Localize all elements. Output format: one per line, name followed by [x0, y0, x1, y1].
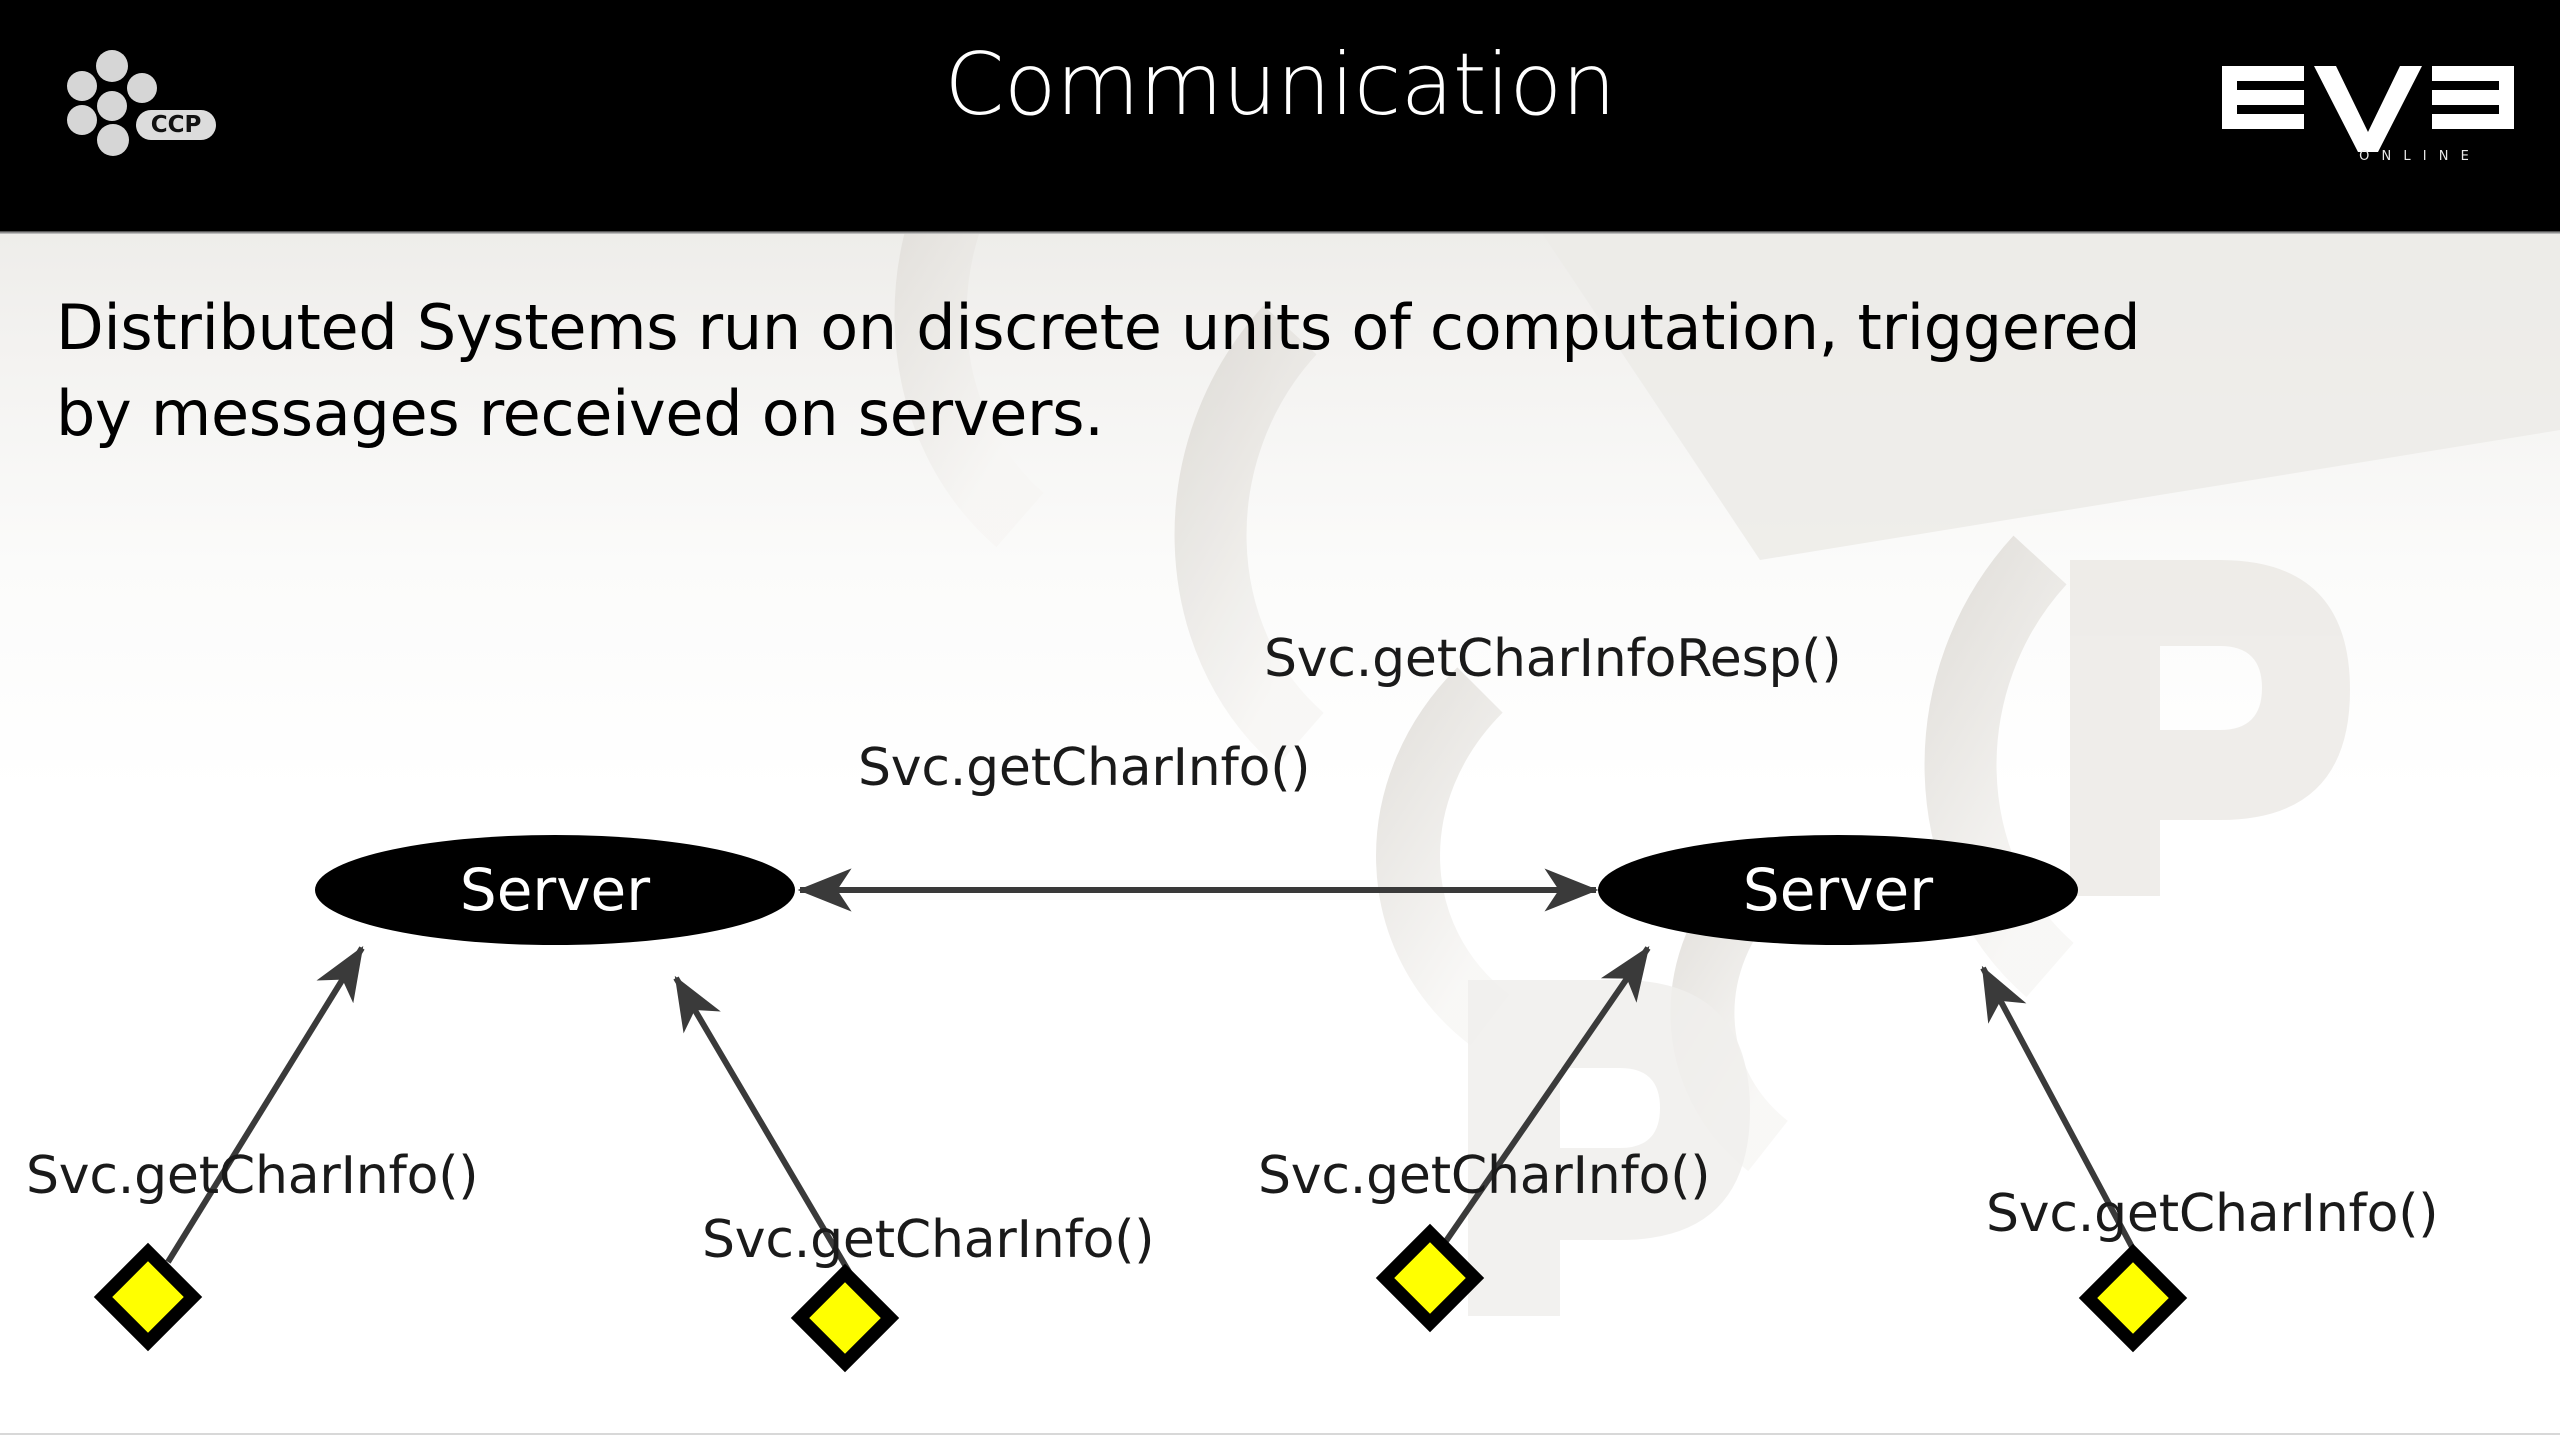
- node-server-left[interactable]: Server: [315, 835, 795, 945]
- slide-header-bar: [0, 0, 2560, 231]
- slide-body-text: Distributed Systems run on discrete unit…: [56, 291, 2141, 450]
- eve-online-logo-icon: O N L I N E: [2222, 66, 2514, 164]
- ccp-logo-text: CCP: [151, 112, 202, 138]
- label-request-between-servers: Svc.getCharInfo(): [858, 738, 1311, 798]
- slide-bottom-divider: [0, 1433, 2560, 1435]
- client-diamond-4[interactable]: [2078, 1243, 2188, 1353]
- eve-online-logo: O N L I N E: [2218, 48, 2518, 168]
- header-divider: [0, 231, 2560, 234]
- client-diamond-2[interactable]: [790, 1263, 900, 1373]
- client-diamond-1[interactable]: [93, 1242, 203, 1352]
- label-client-2: Svc.getCharInfo(): [702, 1210, 1155, 1270]
- ccp-logo-icon: CCP: [67, 50, 216, 156]
- page-title: Communication: [944, 35, 1616, 135]
- label-client-1: Svc.getCharInfo(): [26, 1146, 479, 1206]
- label-client-4: Svc.getCharInfo(): [1986, 1184, 2439, 1244]
- label-response-between-servers: Svc.getCharInfoResp(): [1264, 629, 1842, 689]
- node-server-right[interactable]: Server: [1598, 835, 2078, 945]
- edge-client3-to-server-right: [1441, 946, 1651, 1246]
- node-server-right-label: Server: [1742, 856, 1934, 924]
- edge-client4-to-server-right: [1980, 965, 2143, 1264]
- client-diamond-3[interactable]: [1375, 1223, 1485, 1333]
- edge-client2-to-server-left: [673, 975, 858, 1284]
- node-server-left-label: Server: [459, 856, 651, 924]
- edge-client1-to-server-left: [165, 945, 365, 1264]
- ccp-logo: CCP: [56, 48, 226, 158]
- label-client-3: Svc.getCharInfo(): [1258, 1146, 1711, 1206]
- eve-online-sub-text: O N L I N E: [2359, 149, 2473, 164]
